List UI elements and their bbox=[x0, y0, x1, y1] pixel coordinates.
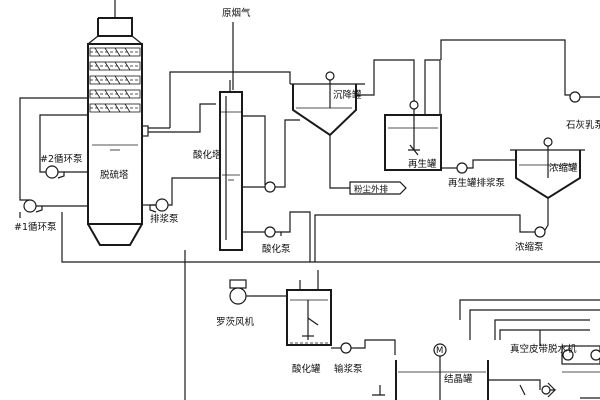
recirc-pump-1-label: #1循环泵 bbox=[14, 221, 57, 233]
vacuum-belt-filter-label: 真空皮带脱水机 bbox=[510, 343, 577, 355]
regeneration-tank: 再生罐 bbox=[384, 100, 442, 171]
spray-layers bbox=[89, 47, 141, 113]
desulfurization-tower-label: 脱硫塔 bbox=[100, 169, 129, 181]
desulfurization-tower: 脱硫塔 bbox=[87, 0, 149, 246]
motor-symbol: M bbox=[436, 346, 443, 356]
oxidation-tower: 酸化塔 bbox=[193, 80, 243, 251]
oxidation-mid-pump bbox=[264, 181, 281, 193]
thickening-pump-label: 浓缩泵 bbox=[515, 241, 544, 253]
sedimentation-tank-label: 沉降罐 bbox=[333, 89, 362, 101]
crystallization-tank: M 结晶罐 bbox=[395, 343, 489, 400]
thickening-pump: 浓缩泵 bbox=[515, 226, 546, 253]
discharge-pump-label: 排浆泵 bbox=[150, 213, 179, 225]
acidification-tank-label: 酸化罐 bbox=[292, 363, 321, 375]
raw-flue-gas-label: 原烟气 bbox=[222, 7, 251, 19]
limestone-label: 石灰乳泵 bbox=[566, 119, 600, 131]
crystallization-tank-label: 结晶罐 bbox=[444, 373, 473, 385]
recirc-pump-1: #1循环泵 bbox=[14, 199, 57, 233]
oxidation-pump-label: 酸化泵 bbox=[262, 243, 291, 255]
regeneration-tank-label: 再生罐 bbox=[408, 158, 437, 170]
acidification-tank: 酸化罐 bbox=[286, 270, 332, 375]
sedimentation-tank: 沉降罐 bbox=[290, 71, 365, 137]
oxidation-tower-label: 酸化塔 bbox=[193, 149, 222, 161]
dust-outlet-label: 粉尘外排 bbox=[354, 184, 389, 195]
roots-blower: 罗茨风机 bbox=[216, 279, 255, 328]
transfer-pump: 输浆泵 bbox=[334, 342, 363, 375]
limestone-pump: 石灰乳泵 bbox=[566, 91, 600, 131]
vacuum-belt-filter: 真空皮带脱水机 bbox=[499, 329, 600, 398]
regen-discharge-pump: 再生罐排浆泵 bbox=[448, 159, 506, 189]
roots-blower-label: 罗茨风机 bbox=[216, 316, 255, 328]
recirc-pump-2: #2循环泵 bbox=[40, 153, 83, 179]
transfer-pump-label: 输浆泵 bbox=[334, 363, 363, 375]
regen-discharge-pump-label: 再生罐排浆泵 bbox=[448, 177, 506, 189]
raw-flue-gas-line: 原烟气 bbox=[222, 7, 251, 90]
recirc-pump-2-label: #2循环泵 bbox=[40, 153, 83, 165]
thickening-tank: 浓缩罐 bbox=[510, 137, 585, 200]
dust-outlet: 粉尘外排 bbox=[349, 181, 407, 195]
discharge-pump: 排浆泵 bbox=[149, 198, 179, 225]
thickening-tank-label: 浓缩罐 bbox=[549, 162, 578, 174]
oxidation-pump: 酸化泵 bbox=[262, 226, 291, 255]
